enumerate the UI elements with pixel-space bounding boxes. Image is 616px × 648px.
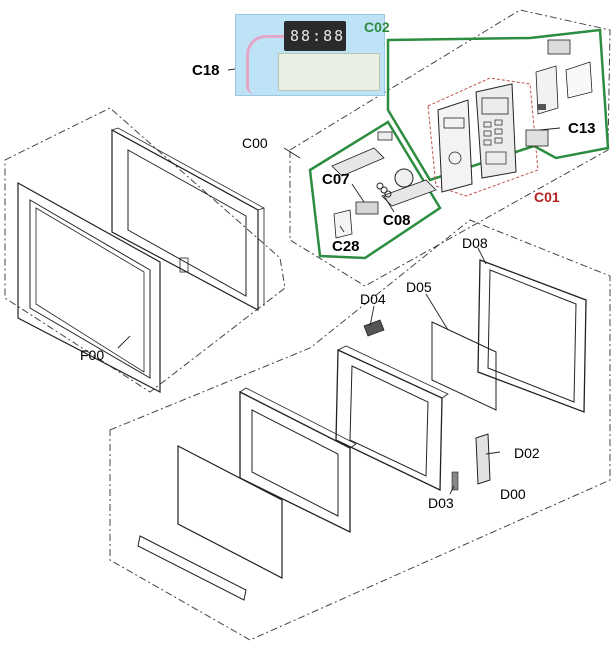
f00-rear-latch [179,257,189,273]
label-c18: C18 [192,62,220,79]
label-c08: C08 [383,212,411,229]
control-pcb [278,53,380,91]
c01-keypad-display [481,97,509,115]
f00-outer-frame [17,181,161,393]
label-c28: C28 [332,238,360,255]
door-choke-strip [137,535,247,601]
c08-spring [376,182,392,198]
d03-spring [451,471,459,491]
label-c00: C00 [242,135,268,151]
door-front-edge [239,387,357,449]
c02-keys-outline [308,120,442,260]
c13-board [535,65,559,115]
door-inner-window [349,365,429,477]
label-d04: D04 [360,291,386,307]
d04-hinge [363,319,385,337]
c28-cover [333,209,353,239]
label-c13: C13 [568,120,596,137]
d08-frame-inner [487,269,577,403]
door-screen [177,445,283,579]
d00-group-outline [109,219,611,641]
label-d05: D05 [406,279,432,295]
c01-panel-display [443,117,465,129]
ribbon-cable [246,35,287,94]
door-front-window [251,409,339,517]
display-board [284,21,346,51]
f00-rear-frame [111,128,259,312]
f00-inner-window-2 [35,207,145,373]
d05-glass [431,321,497,411]
c13-clip [538,104,546,110]
label-d02: D02 [514,445,540,461]
door-inner-frame-side [337,345,449,399]
c08-knob [394,168,414,188]
c01-panel-plate [437,99,473,193]
label-f00: F00 [80,347,105,363]
f00-inner-window [29,199,151,379]
label-c01: C01 [534,189,560,205]
c01-keypad-buttons [483,119,507,165]
c07-small-key [377,131,393,141]
d02-latch [475,433,491,485]
c07-key-strip-top [331,147,385,177]
c13-relay [547,39,571,55]
c13-switch [525,129,549,147]
display-digits: 88:88 [290,27,346,45]
label-c02: C02 [364,19,390,35]
f00-rear-frame-inner [127,149,247,297]
c01-panel-knob [448,151,462,165]
c13-sensor [565,61,593,99]
c07-button [355,201,379,215]
label-d08: D08 [462,235,488,251]
pcb-photo: 88:88 [235,14,385,96]
d08-frame [477,259,587,413]
label-c07: C07 [322,171,350,188]
c00-group-outline [289,9,611,287]
c02-control-outline [386,28,610,182]
label-d03: D03 [428,495,454,511]
label-d00: D00 [500,486,526,502]
